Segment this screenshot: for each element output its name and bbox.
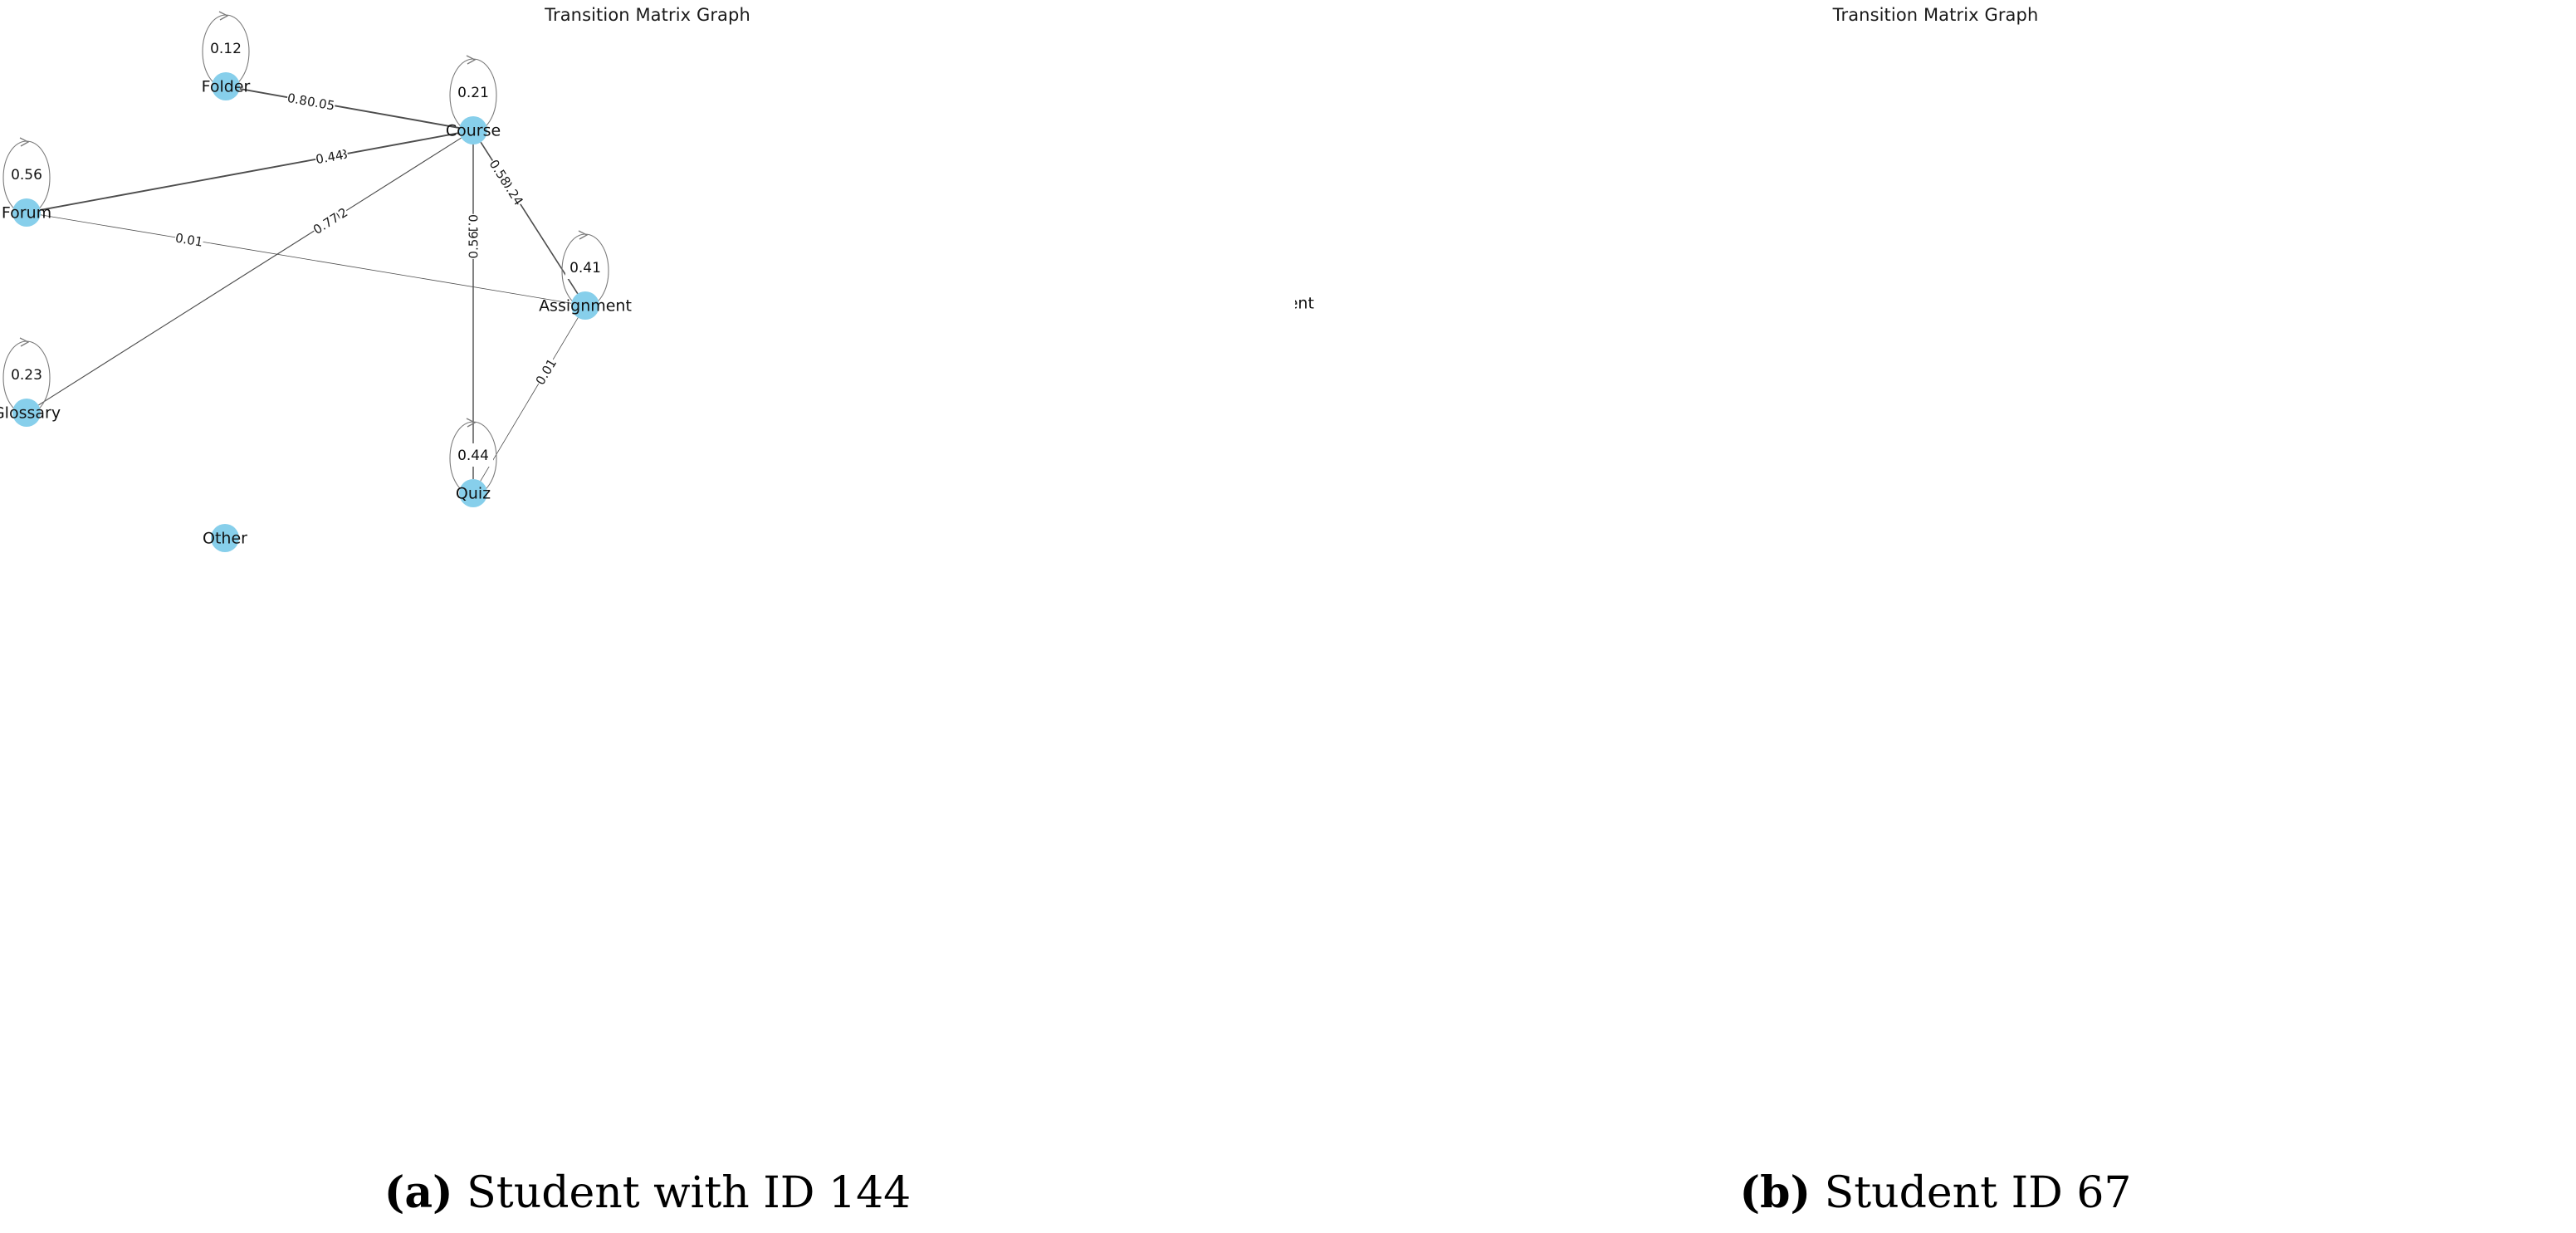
self-loop-arrow (466, 418, 477, 428)
self-loop-label: 0.44 (453, 443, 493, 467)
self-loop-arrow (578, 230, 589, 240)
svg-text:0.23: 0.23 (11, 367, 42, 384)
self-loop-arrow (19, 337, 30, 347)
edge-label-layer: 0.880.050.380.440.010.020.770.240.580.10… (174, 90, 560, 388)
edge-label: 0.56 (466, 230, 481, 259)
node-circle[interactable] (212, 72, 240, 100)
self-loop-label: 0.21 (453, 81, 493, 104)
node-circle[interactable] (571, 291, 599, 320)
network-graph-a: 0.880.050.380.440.010.020.770.240.580.10… (0, 11, 632, 552)
node-label: Assignment (539, 297, 632, 316)
svg-text:0.01: 0.01 (533, 356, 560, 388)
node-label: Assignment (1295, 295, 1314, 313)
self-loop-label: 0.12 (206, 37, 246, 60)
graph-node-glossary[interactable]: Glossary (0, 399, 61, 427)
edge-label: 0.01 (174, 229, 205, 250)
node-circle[interactable] (459, 479, 487, 507)
caption-text-a: Student with ID 144 (452, 1168, 912, 1218)
self-loop-arrow (19, 137, 30, 147)
graph-node-assignment[interactable]: Assignment (1295, 289, 1314, 317)
edge-label: 0.44 (314, 146, 345, 167)
node-layer: FolderCourseForumAssignmentGlossaryQuizO… (0, 72, 632, 552)
graph-edge (480, 317, 579, 482)
svg-text:0.56: 0.56 (11, 167, 42, 183)
node-label: Quiz (456, 485, 491, 503)
node-label: Glossary (0, 404, 61, 423)
network-graph-b: 0.030.480.240.220.240.050.030.000.000.17… (1295, 289, 1314, 317)
graph-edge (38, 137, 462, 406)
graph-title-b: Transition Matrix Graph (1832, 5, 2039, 25)
graph-node-course[interactable]: Course (446, 116, 501, 144)
graph-node-folder[interactable]: Folder (202, 72, 251, 100)
svg-text:0.21: 0.21 (457, 85, 489, 101)
edge-label: 0.01 (532, 355, 560, 388)
node-label: Folder (202, 78, 251, 96)
graph-edge (239, 88, 460, 129)
svg-text:0.12: 0.12 (210, 41, 242, 57)
node-circle[interactable] (211, 524, 239, 552)
graph-edge (40, 132, 460, 211)
svg-text:0.56: 0.56 (467, 231, 481, 258)
node-circle[interactable] (12, 198, 41, 227)
self-loop-arrow (466, 55, 477, 65)
self-loop-label: 0.41 (565, 256, 605, 279)
edge-layer (38, 88, 579, 482)
svg-text:0.05: 0.05 (306, 94, 336, 114)
node-label: Other (203, 530, 247, 548)
self-loop-layer (2, 11, 609, 496)
node-layer: FolderCourseForumAssignmentOtherGlossary… (1295, 289, 1314, 317)
self-loop-arrow (218, 11, 229, 21)
graph-node-other[interactable]: Other (203, 524, 247, 552)
self-loop-label: 0.23 (7, 363, 46, 386)
panel-a: Transition Matrix Graph 0.880.050.380.44… (0, 0, 1295, 1113)
self-loop-label: 0.56 (7, 163, 46, 186)
node-circle[interactable] (12, 399, 41, 427)
graph-edge (40, 214, 572, 304)
caption-marker-b: (b) (1739, 1167, 1811, 1218)
edge-label: 0.05 (306, 93, 336, 114)
node-circle[interactable] (459, 116, 487, 144)
node-label: Forum (2, 204, 51, 223)
graph-title-a: Transition Matrix Graph (545, 5, 750, 25)
svg-text:0.01: 0.01 (174, 230, 204, 249)
caption-b: (b) Student ID 67 (1295, 1167, 2576, 1218)
graph-node-quiz[interactable]: Quiz (456, 479, 491, 507)
caption-text-b: Student ID 67 (1811, 1168, 2132, 1218)
self-loop-label-layer: 0.12 0.21 0.56 0.41 0.23 0.44 (7, 37, 605, 467)
svg-text:0.44: 0.44 (315, 147, 345, 167)
node-label: Course (446, 122, 501, 140)
panel-b: Transition Matrix Graph 0.030.480.240.22… (1295, 0, 2576, 1113)
caption-marker-a: (a) (384, 1167, 453, 1218)
graph-node-assignment[interactable]: Assignment (539, 291, 632, 320)
svg-text:0.41: 0.41 (569, 260, 601, 276)
caption-a: (a) Student with ID 144 (0, 1167, 1295, 1218)
svg-text:0.44: 0.44 (457, 448, 489, 464)
graph-node-forum[interactable]: Forum (2, 198, 51, 227)
